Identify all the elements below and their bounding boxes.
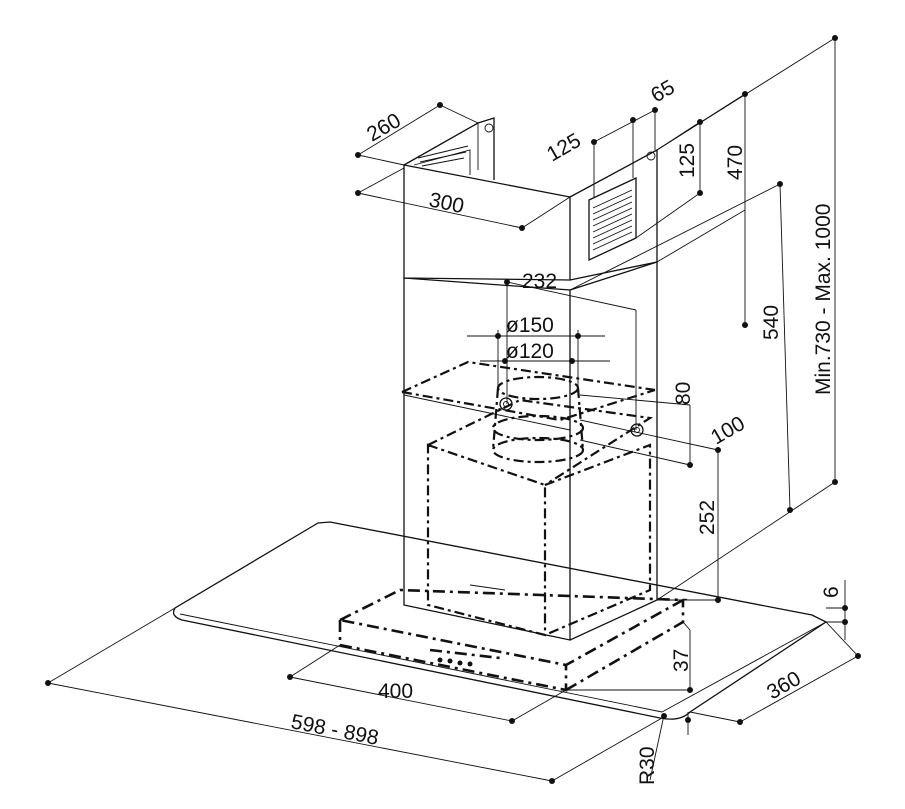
label-65: 65 bbox=[647, 76, 679, 108]
label-540: 540 bbox=[760, 305, 783, 340]
label-height-range: Min.730 - Max. 1000 bbox=[812, 204, 835, 395]
label-260: 260 bbox=[363, 109, 405, 146]
label-width-range: 598 - 898 bbox=[289, 710, 381, 750]
motor-housing-hidden bbox=[401, 360, 656, 637]
label-400: 400 bbox=[378, 680, 413, 703]
dimension-lines bbox=[45, 35, 861, 784]
label-125-top: 125 bbox=[543, 129, 585, 166]
label-252: 252 bbox=[696, 500, 719, 535]
upper-chimney bbox=[403, 117, 658, 281]
label-r30: R30 bbox=[636, 746, 659, 785]
lower-chimney bbox=[403, 261, 658, 641]
label-6: 6 bbox=[820, 586, 843, 598]
label-dia-150: ø150 bbox=[506, 314, 554, 337]
label-232: 232 bbox=[522, 270, 557, 293]
base-frame-hidden bbox=[336, 588, 688, 692]
label-37: 37 bbox=[670, 649, 693, 672]
label-dia-120: ø120 bbox=[506, 340, 554, 363]
dimension-labels: 260 300 125 65 125 470 232 ø150 ø120 540… bbox=[289, 76, 843, 785]
label-100: 100 bbox=[707, 412, 749, 449]
label-300: 300 bbox=[427, 188, 466, 218]
vent-grille bbox=[588, 176, 637, 262]
label-125-right: 125 bbox=[676, 143, 699, 178]
duct-collar bbox=[491, 375, 644, 464]
label-360: 360 bbox=[763, 667, 805, 704]
label-80: 80 bbox=[672, 382, 695, 405]
glass-canopy bbox=[172, 521, 828, 720]
label-470: 470 bbox=[724, 145, 747, 180]
